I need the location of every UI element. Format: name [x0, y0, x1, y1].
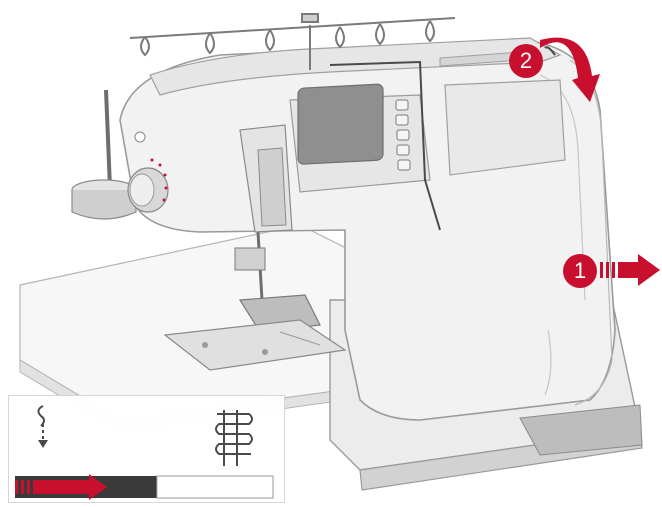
- tension-progress-bar: [15, 474, 273, 500]
- touch-screen: [298, 84, 383, 164]
- tension-inset-panel: [8, 395, 285, 503]
- display-panel: [290, 84, 430, 192]
- step-2-badge: 2: [509, 44, 543, 78]
- side-recess: [445, 80, 565, 175]
- thread-down-icon: [38, 406, 48, 448]
- step-1-badge: 1: [563, 254, 597, 288]
- thread-coil-icon: [216, 410, 252, 466]
- handwheel-knob: [128, 168, 168, 212]
